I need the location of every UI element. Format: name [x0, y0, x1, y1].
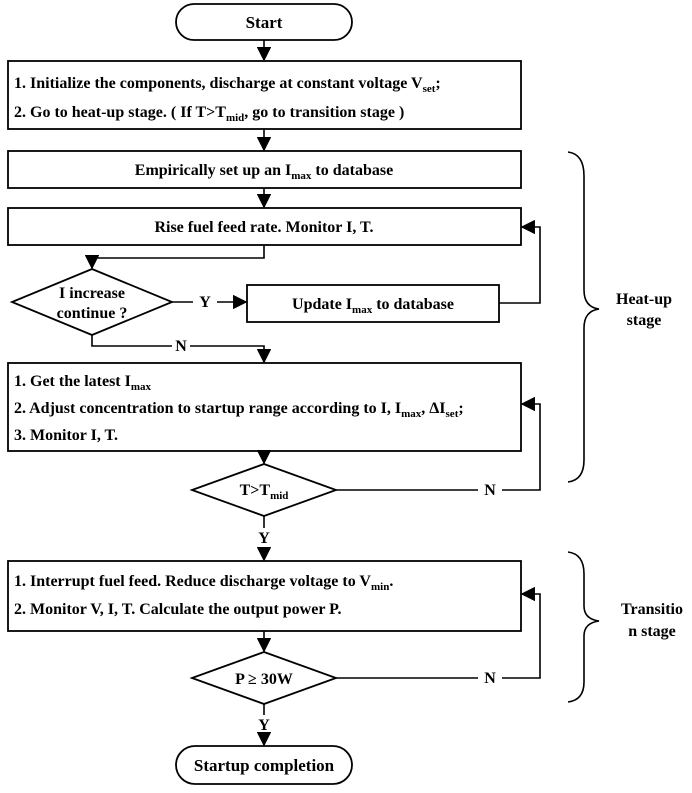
arrow-temp-adjust-loop: [502, 396, 541, 491]
decision-increase-line2: continue ?: [57, 305, 128, 322]
decision-temp-label: T>Tmid: [240, 482, 289, 502]
adjust-box: [7, 362, 522, 452]
no-line-increase-a: [91, 335, 172, 347]
init-line1: 1. Initialize the components, discharge …: [14, 75, 441, 95]
update-label: Update Imax to database: [292, 296, 454, 316]
transition-stage-label-line1: Transitio: [621, 601, 683, 618]
init-box: [7, 60, 522, 130]
rise-box: [7, 207, 522, 246]
decision-increase: [9, 268, 175, 336]
end-label: Startup completion: [194, 756, 335, 775]
empirical-label: Empirically set up an Imax to database: [135, 162, 393, 182]
arrow-power-interrupt-loop: [502, 586, 541, 679]
init-line2: 2. Go to heat-up stage. ( If T>Tmid, go …: [14, 104, 404, 124]
no-label-increase: N: [175, 338, 187, 355]
yes-label-power: Y: [258, 717, 270, 734]
interrupt-line1: 1. Interrupt fuel feed. Reduce discharge…: [14, 573, 393, 593]
adjust-line2: 2. Adjust concentration to startup range…: [14, 400, 464, 420]
heatup-stage-label-line2: stage: [627, 312, 662, 329]
arrow-rise-decision: [84, 245, 265, 270]
adjust-line3: 3. Monitor I, T.: [14, 427, 118, 444]
interrupt-line2: 2. Monitor V, I, T. Calculate the output…: [14, 601, 341, 618]
transition-brace: [567, 551, 600, 703]
yes-label-temp: Y: [258, 530, 270, 547]
yes-label-increase: Y: [199, 294, 211, 311]
heatup-stage-label-line1: Heat-up: [616, 291, 672, 308]
end-terminal: [175, 745, 353, 785]
adjust-line1: 1. Get the latest Imax: [14, 373, 152, 393]
start-label: Start: [246, 13, 283, 32]
no-label-temp: N: [484, 482, 496, 499]
no-label-power: N: [484, 670, 496, 687]
arrow-no-adjust: [190, 345, 272, 364]
heatup-brace: [567, 151, 600, 483]
update-box: [246, 284, 500, 323]
decision-power-label: P ≥ 30W: [235, 671, 293, 688]
arrow-update-rise-loop: [499, 219, 541, 304]
rise-label: Rise fuel feed rate. Monitor I, T.: [154, 219, 373, 236]
decision-increase-line1: I increase: [59, 285, 125, 302]
empirical-box: [7, 150, 522, 189]
interrupt-box: [7, 560, 522, 632]
transition-stage-label-line2: n stage: [628, 623, 676, 640]
